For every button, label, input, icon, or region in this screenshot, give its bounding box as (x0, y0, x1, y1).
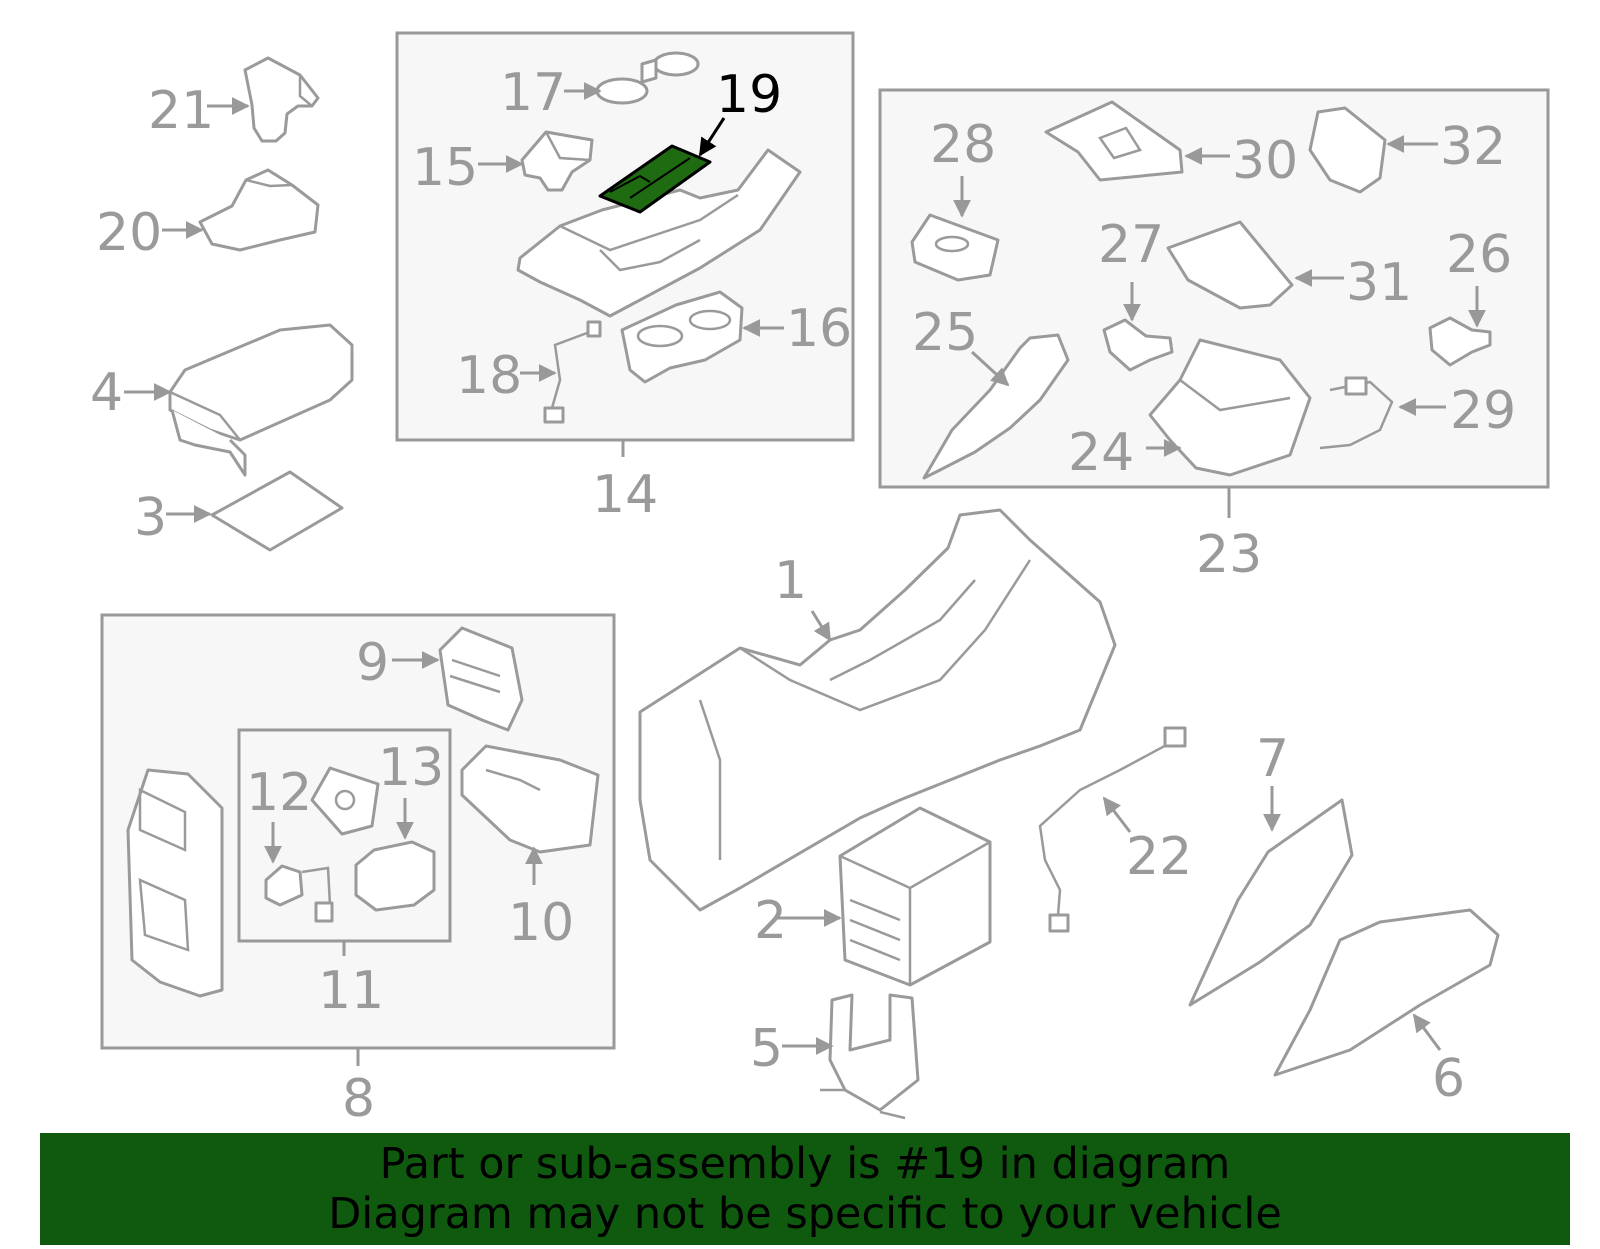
callout-17: 17 (500, 63, 566, 123)
part-9-vent (438, 626, 524, 732)
part-12b-bracket (310, 766, 380, 836)
callout-32: 32 (1440, 117, 1506, 177)
part-15-bracket (520, 130, 594, 192)
part-6-side-panel (1273, 908, 1500, 1077)
callout-20: 20 (96, 203, 162, 263)
callout-27: 27 (1098, 215, 1164, 275)
callout-29: 29 (1450, 381, 1516, 441)
part-24-storage-tray (1148, 338, 1312, 477)
callout-16: 16 (786, 299, 852, 359)
callout-13: 13 (378, 738, 444, 798)
part-26-socket (1428, 316, 1492, 367)
part-29-bracket (1319, 376, 1394, 450)
callout-8: 8 (342, 1069, 375, 1129)
callout-5: 5 (750, 1019, 783, 1079)
callout-6: 6 (1432, 1049, 1465, 1109)
part-16-cupholder (620, 290, 744, 384)
banner-line-1: Part or sub-assembly is #19 in diagram (379, 1139, 1231, 1189)
part-14-console-upper (516, 148, 802, 318)
part-27-socket (1102, 318, 1174, 372)
part-2-storage-bin (838, 806, 992, 987)
part-5-bracket (820, 993, 920, 1120)
callout-4: 4 (90, 363, 123, 423)
part-1-console-body (638, 508, 1117, 912)
callout-3: 3 (134, 488, 167, 548)
part-20-shift-boot (198, 168, 320, 252)
part-12-socket (264, 864, 334, 923)
part-8-rear-panel (126, 768, 224, 998)
callout-10: 10 (508, 893, 574, 953)
callout-25: 25 (912, 303, 978, 363)
callout-31: 31 (1346, 253, 1412, 313)
callout-21: 21 (148, 81, 214, 141)
callout-18: 18 (456, 346, 522, 406)
part-30-trim (1044, 100, 1184, 182)
part-7-side-panel (1188, 798, 1354, 1007)
part-28-switch (910, 213, 1000, 282)
part-32-bezel (1308, 106, 1387, 194)
part-13-switch-block (354, 840, 436, 912)
callout-12: 12 (246, 763, 312, 823)
callout-19: 19 (716, 65, 782, 125)
part-10-housing (460, 744, 600, 854)
callout-11: 11 (318, 961, 384, 1021)
info-banner: Part or sub-assembly is #19 in diagram D… (40, 1133, 1570, 1245)
part-25-side-trim (922, 333, 1070, 480)
callout-9: 9 (356, 633, 389, 693)
callout-2: 2 (754, 891, 787, 951)
callout-1: 1 (774, 551, 807, 611)
callout-15: 15 (412, 138, 478, 198)
part-18-wire-harness (543, 320, 602, 424)
part-22-harness (1038, 726, 1187, 933)
part-4-armrest (168, 323, 354, 477)
callout-28: 28 (930, 115, 996, 175)
callout-24: 24 (1068, 423, 1134, 483)
callout-30: 30 (1232, 131, 1298, 191)
callout-26: 26 (1446, 225, 1512, 285)
part-21-shift-knob (243, 56, 320, 143)
callout-23: 23 (1196, 525, 1262, 585)
part-19-highlighted-panel (598, 144, 712, 214)
part-31-module (1166, 220, 1294, 310)
callout-7: 7 (1256, 729, 1289, 789)
part-3-pad (210, 470, 344, 552)
callout-22: 22 (1126, 827, 1192, 887)
callout-14: 14 (592, 465, 658, 525)
banner-line-2: Diagram may not be specific to your vehi… (328, 1189, 1282, 1239)
